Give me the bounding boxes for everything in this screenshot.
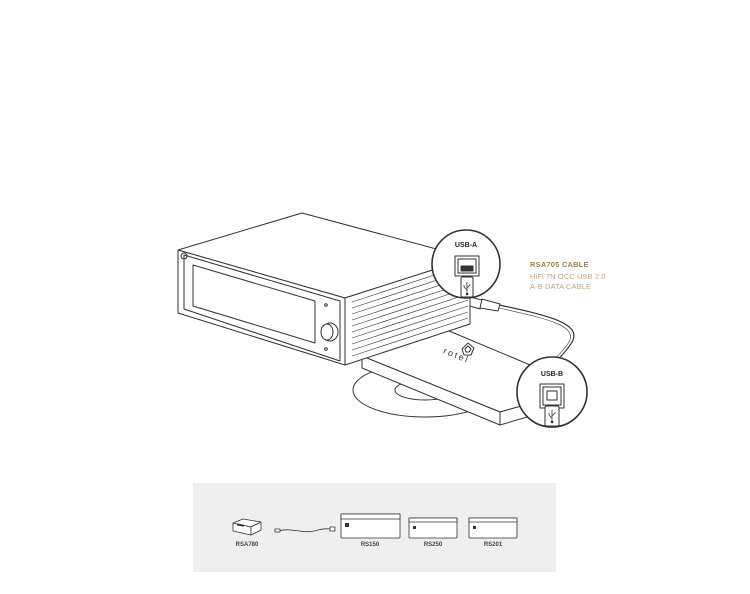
usb-b-callout	[516, 356, 588, 428]
product-label-rsa780: RSA780	[235, 542, 259, 548]
usb-a-callout	[431, 229, 501, 299]
rsa705-cable-icon	[274, 526, 336, 533]
product-label-rs150: RS150	[360, 542, 380, 548]
cable-description-line1: HiFi 7N OCC USB 2.0	[530, 272, 606, 281]
cable-description-line2: A-B DATA CABLE	[530, 282, 592, 291]
rs150-device-icon	[340, 513, 401, 539]
products-illustration	[232, 513, 518, 539]
usb-a-label: USB-A	[455, 242, 477, 249]
power-button-icon	[180, 252, 188, 260]
product-label-rs250: RS250	[423, 542, 443, 548]
cable-title: RSA705 CABLE	[530, 260, 589, 269]
product-label-rs201: RS201	[483, 542, 503, 548]
usb-a-plug-icon	[469, 296, 501, 312]
brand-logo-icon	[461, 342, 475, 356]
compatible-products-panel: RSA780 RS150 RS250 RS201	[193, 483, 556, 572]
usb-symbol-icon	[463, 282, 471, 296]
usb-symbol-icon	[548, 410, 556, 424]
usb-b-label: USB-B	[541, 371, 563, 378]
rs201-device-icon	[468, 517, 518, 539]
rsa780-device-icon	[232, 518, 262, 536]
rs250-device-icon	[408, 517, 458, 539]
volume-knob-icon	[320, 322, 339, 342]
